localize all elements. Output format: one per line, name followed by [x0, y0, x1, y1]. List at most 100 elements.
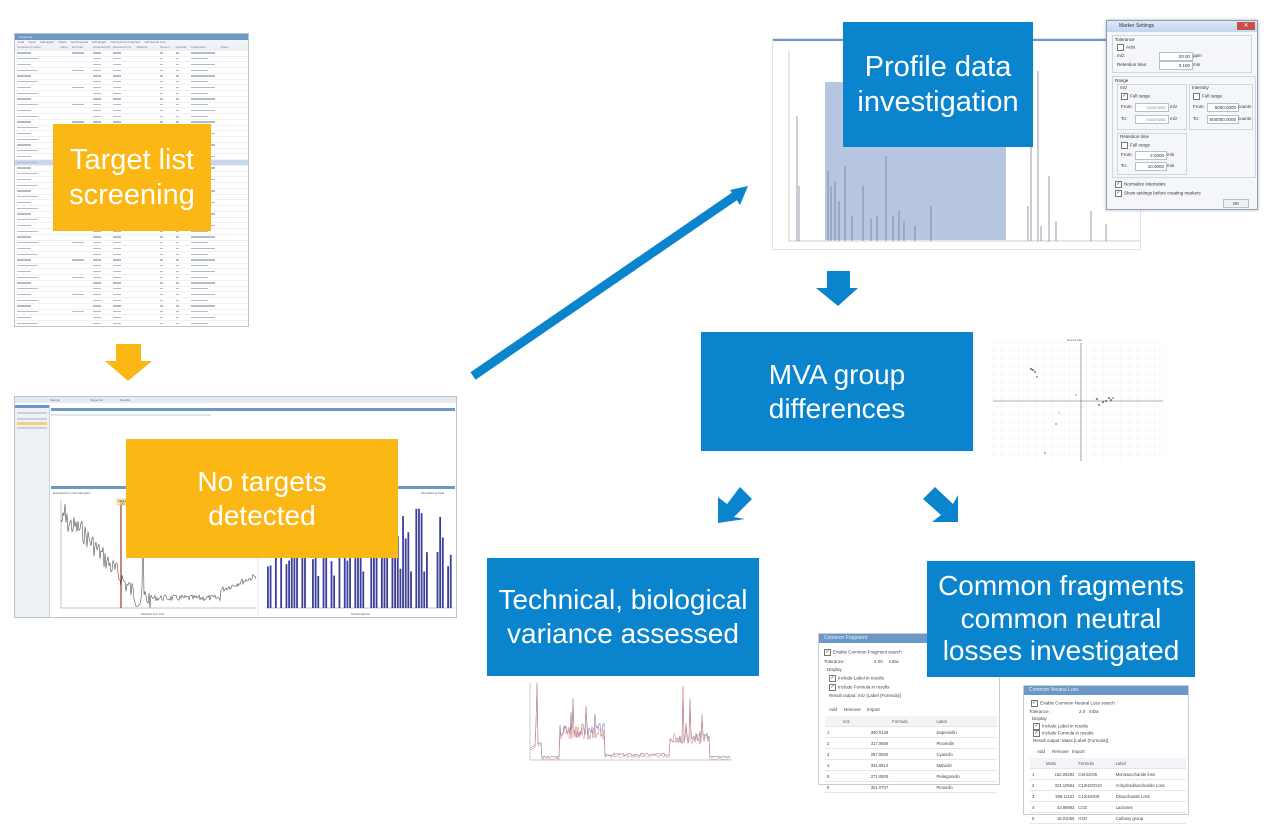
- table-row[interactable]: [15, 97, 248, 103]
- fragment-remove-button[interactable]: Remove: [844, 707, 861, 712]
- rt-full-range-checkbox[interactable]: Full range: [1121, 142, 1150, 149]
- table-row[interactable]: [15, 68, 248, 74]
- table-row[interactable]: [15, 321, 248, 326]
- fragment-add-button[interactable]: Add: [829, 707, 838, 712]
- table-row[interactable]: [15, 103, 248, 109]
- table-row[interactable]: [15, 252, 248, 258]
- menu-item[interactable]: Add Common Fragment: [110, 40, 141, 44]
- menu-item[interactable]: Import: [28, 40, 37, 44]
- table-row[interactable]: [15, 235, 248, 241]
- mz-full-range-checkbox[interactable]: ✓Full range: [1121, 93, 1151, 100]
- injection-bar: [349, 541, 351, 608]
- table-row[interactable]: [15, 51, 248, 57]
- table-row[interactable]: [15, 304, 248, 310]
- table-row[interactable]: [15, 85, 248, 91]
- fragment-include-label-checkbox[interactable]: ✓Include Label in results: [829, 675, 885, 682]
- column-header[interactable]: Fragments: [191, 45, 206, 49]
- table-row[interactable]: [15, 298, 248, 304]
- chromatogram-title: Extracted ion chromatogram: [53, 491, 91, 495]
- mz-from-input[interactable]: Automatic: [1135, 103, 1169, 112]
- menu-item[interactable]: Add targets: [40, 40, 55, 44]
- injection-bar: [423, 571, 426, 608]
- table-row[interactable]: [15, 275, 248, 281]
- table-row[interactable]: [15, 287, 248, 293]
- rt-from-input[interactable]: 2.0000: [1135, 151, 1167, 160]
- menu-item[interactable]: Load: [18, 40, 25, 44]
- injection-bar: [441, 537, 444, 608]
- enable-neutral-loss-checkbox[interactable]: ✓Enable Common Neutral Loss search: [1031, 700, 1115, 707]
- arrow-down-blue-icon: [816, 271, 858, 306]
- enable-fragment-checkbox[interactable]: ✓Enable Common Fragment search: [824, 649, 902, 656]
- column-header[interactable]: Component name: [17, 45, 41, 49]
- technical-variance-box: Technical, biological variance assessed: [487, 558, 759, 676]
- ok-button[interactable]: OK: [1223, 199, 1249, 208]
- table-row[interactable]: [15, 62, 248, 68]
- normalize-checkbox[interactable]: ✓Normalize intensities: [1115, 181, 1166, 188]
- fragment-import-button[interactable]: Import: [867, 707, 880, 712]
- table-row[interactable]: [15, 57, 248, 63]
- table-row[interactable]: [15, 108, 248, 114]
- fragment-include-formula-checkbox[interactable]: ✓Include Formula in results: [829, 684, 890, 691]
- nl-import-button[interactable]: Import: [1072, 749, 1085, 754]
- intensity-full-range-checkbox[interactable]: Full range: [1193, 93, 1222, 100]
- table-row[interactable]: [15, 114, 248, 120]
- column-header[interactable]: Expected RT: [93, 45, 111, 49]
- table-row[interactable]: [15, 246, 248, 252]
- injection-bar: [288, 560, 290, 608]
- table-row[interactable]: [15, 80, 248, 86]
- column-header[interactable]: Quantify: [175, 45, 187, 49]
- table-row[interactable]: [15, 310, 248, 316]
- table-row[interactable]: [15, 269, 248, 275]
- column-header[interactable]: Expected m/z: [112, 45, 132, 49]
- nl-include-label-checkbox[interactable]: ✓Include Label in results: [1033, 723, 1089, 730]
- table-row[interactable]: [15, 91, 248, 97]
- common-neutral-loss-panel: Common Neutral Loss ✓Enable Common Neutr…: [1023, 685, 1189, 824]
- table-row[interactable]: [15, 74, 248, 80]
- column-header[interactable]: Notes: [220, 45, 229, 49]
- arrow-down-orange-icon: [105, 344, 152, 381]
- intensity-from-input[interactable]: 5000.0000: [1207, 103, 1239, 112]
- table-row[interactable]: [15, 281, 248, 287]
- menu-item[interactable]: Add Neutral Loss: [144, 40, 166, 44]
- rt-to-input[interactable]: 10.0000: [1135, 162, 1167, 171]
- column-header[interactable]: Label: [60, 45, 68, 49]
- table-row[interactable]: [15, 258, 248, 264]
- neutral-loss-tolerance-input[interactable]: 2.0: [1079, 709, 1086, 714]
- menu-item[interactable]: Edit targets: [92, 40, 107, 44]
- menu-item[interactable]: Set Properties: [70, 40, 89, 44]
- nl-remove-button[interactable]: Remove: [1052, 749, 1069, 754]
- auto-checkbox[interactable]: Auto: [1117, 44, 1135, 51]
- nl-include-formula-checkbox[interactable]: ✓Include Formula in results: [1033, 730, 1094, 737]
- close-button[interactable]: ✕: [1237, 22, 1255, 30]
- column-header[interactable]: Screen: [159, 45, 170, 49]
- mz-tolerance-input[interactable]: 20.00: [1159, 52, 1193, 61]
- column-header[interactable]: Formula: [71, 45, 83, 49]
- table-row[interactable]: [15, 315, 248, 321]
- table-row[interactable]: [15, 292, 248, 298]
- rt-tolerance-input[interactable]: 0.100: [1159, 61, 1193, 70]
- table-row[interactable]: [15, 264, 248, 270]
- table-row[interactable]: [15, 229, 248, 235]
- intensity-to-input[interactable]: 500000.0000: [1207, 115, 1239, 124]
- table-row[interactable]: [15, 241, 248, 247]
- fragment-tolerance-input[interactable]: 4.00: [874, 659, 883, 664]
- column-header[interactable]: Adducts: [136, 45, 148, 49]
- show-settings-checkbox[interactable]: ✓Show settings before creating markers: [1115, 190, 1201, 197]
- menu-item[interactable]: Delete: [58, 40, 67, 44]
- injection-bar-chart: [266, 505, 453, 609]
- mz-to-input[interactable]: Automatic: [1135, 115, 1169, 124]
- injection-bar: [346, 560, 349, 608]
- nl-add-button[interactable]: Add: [1037, 749, 1046, 754]
